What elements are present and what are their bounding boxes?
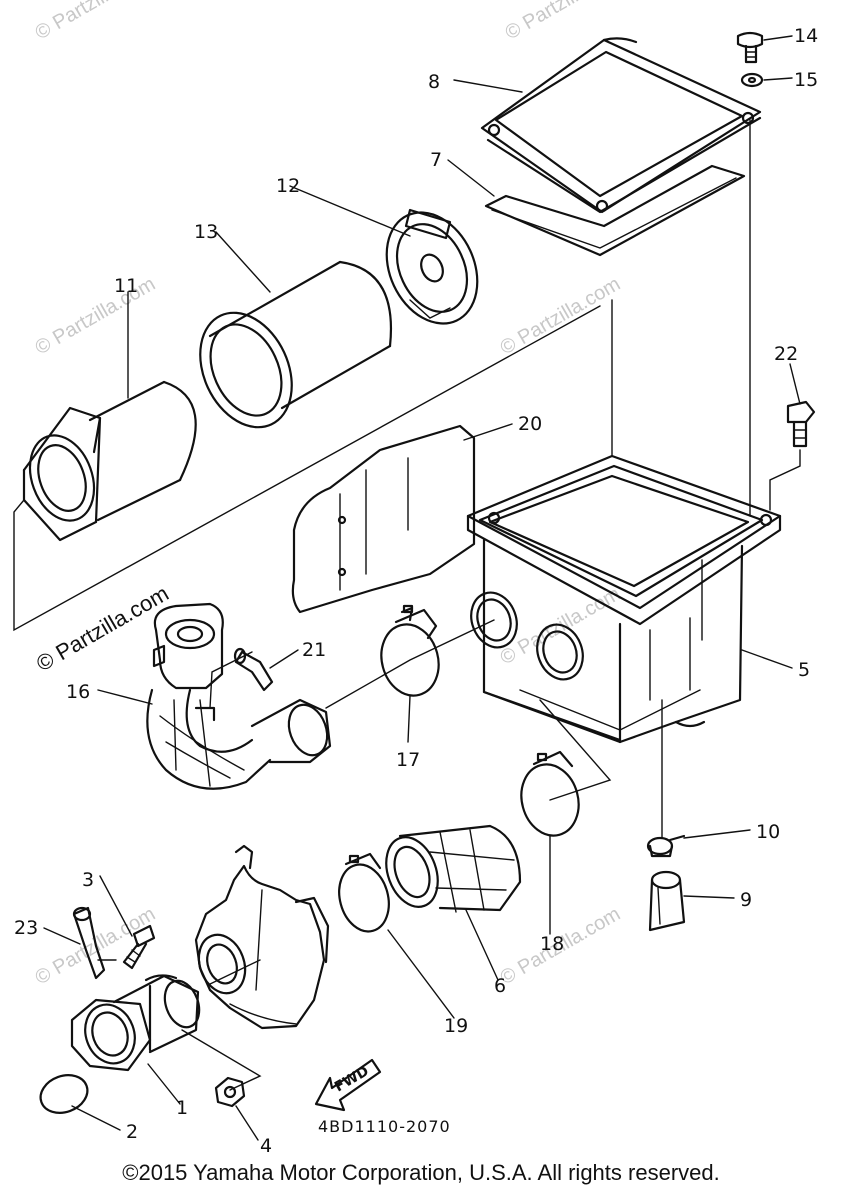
leader-lines xyxy=(13,119,801,1091)
callout-8: 8 xyxy=(428,71,440,93)
part-20-plate xyxy=(291,424,476,614)
callout-3: 3 xyxy=(82,869,94,891)
callout-5: 5 xyxy=(798,659,810,681)
part-15-washer xyxy=(740,72,764,88)
copyright-notice: ©2015 Yamaha Motor Corporation, U.S.A. A… xyxy=(122,1160,720,1185)
part-10-clip xyxy=(646,834,686,858)
carburetor xyxy=(194,844,330,1030)
callout-21: 21 xyxy=(302,639,326,661)
diagram-code: 4BD1110-2070 xyxy=(318,1117,451,1136)
callout-16: 16 xyxy=(66,681,90,703)
callout-20: 20 xyxy=(518,413,542,435)
callout-9: 9 xyxy=(740,889,752,911)
part-19-clamp xyxy=(338,852,390,933)
part-number-callouts: 8 7 12 13 11 14 15 22 20 5 21 16 17 10 9… xyxy=(14,25,818,1157)
callout-17: 17 xyxy=(396,749,420,771)
part-23-holder xyxy=(72,906,117,980)
part-17-clamp xyxy=(380,604,440,697)
callout-14: 14 xyxy=(794,25,818,47)
part-13-filter-element xyxy=(199,260,392,429)
watermark-faint: © Partzilla.com xyxy=(32,273,160,359)
callout-15: 15 xyxy=(794,69,818,91)
callout-11: 11 xyxy=(114,275,138,297)
callout-13: 13 xyxy=(194,221,218,243)
fwd-arrow: FWD xyxy=(314,1058,382,1112)
part-21-breather-pipe xyxy=(233,647,274,692)
part-7-gasket xyxy=(484,164,746,257)
callout-2: 2 xyxy=(126,1121,138,1143)
callout-10: 10 xyxy=(756,821,780,843)
callout-23: 23 xyxy=(14,917,38,939)
part-11-element-guide xyxy=(22,380,197,542)
part-6-carburetor-joint xyxy=(385,824,522,913)
part-2-o-ring xyxy=(39,1074,89,1114)
part-14-screw xyxy=(736,31,764,64)
part-9-drain-hose xyxy=(648,870,686,932)
callout-12: 12 xyxy=(276,175,300,197)
part-12-end-cap xyxy=(385,208,479,325)
callout-1: 1 xyxy=(176,1097,188,1119)
part-3-bolt xyxy=(122,924,156,970)
callout-22: 22 xyxy=(774,343,798,365)
exploded-parts-diagram: © Partzilla.com © Partzilla.com © Partzi… xyxy=(13,0,818,1157)
part-22-bolt xyxy=(786,400,816,448)
watermark-faint: © Partzilla.com xyxy=(497,583,625,669)
part-4-nut xyxy=(214,1076,246,1108)
callout-18: 18 xyxy=(540,933,564,955)
part-1-manifold xyxy=(70,974,201,1072)
watermark-main: © Partzilla.com xyxy=(32,581,173,677)
part-18-clamp xyxy=(520,750,580,837)
part-16-joint xyxy=(146,602,332,790)
watermark-faint: © Partzilla.com xyxy=(32,0,160,44)
callout-6: 6 xyxy=(494,975,506,997)
part-8-cap xyxy=(480,37,762,214)
callout-4: 4 xyxy=(260,1135,272,1157)
callout-7: 7 xyxy=(430,149,442,171)
callout-leaders xyxy=(43,35,801,1141)
callout-19: 19 xyxy=(444,1015,468,1037)
watermark-faint: © Partzilla.com xyxy=(502,0,630,44)
watermark-faint: © Partzilla.com xyxy=(497,273,625,359)
part-5-filter-case xyxy=(466,454,782,744)
